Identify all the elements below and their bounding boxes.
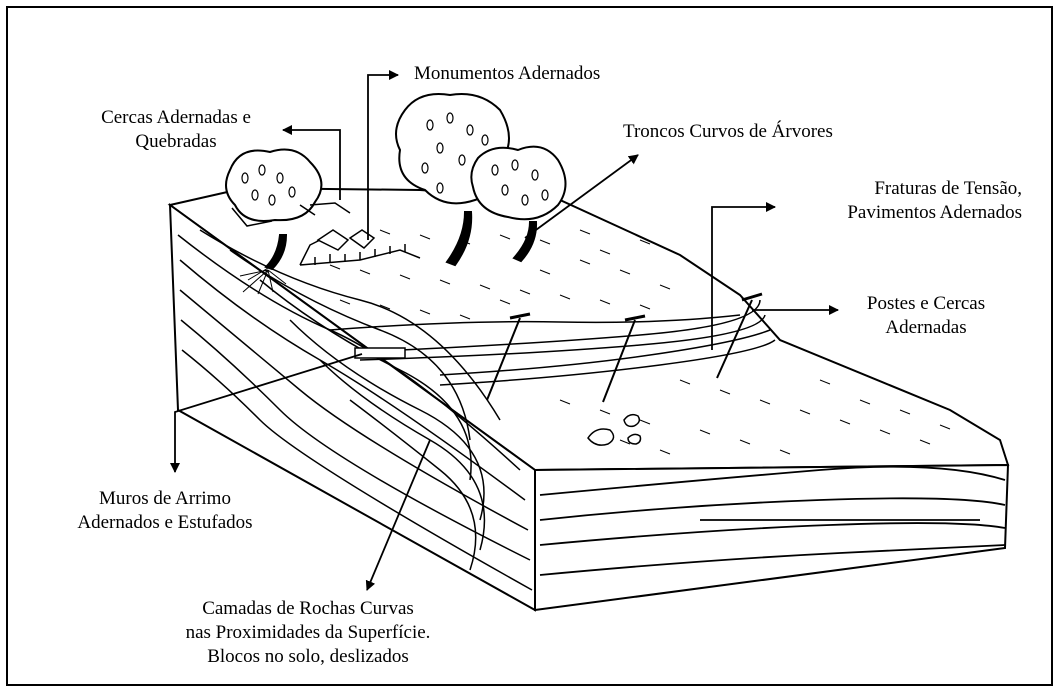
label-camadas-line2: nas Proximidades da Superfície. (158, 621, 458, 645)
label-camadas-line1: Camadas de Rochas Curvas (158, 597, 458, 621)
label-muros-line2: Adernados e Estufados (40, 511, 290, 535)
label-troncos: Troncos Curvos de Árvores (623, 120, 833, 144)
label-postes: Postes e Cercas Adernadas (842, 292, 1010, 340)
label-monumentos: Monumentos Adernados (414, 62, 600, 86)
block-front-face (535, 465, 1008, 610)
label-fraturas-line1: Fraturas de Tensão, (780, 177, 1022, 201)
label-cercas: Cercas Adernadas e Quebradas (66, 106, 286, 154)
label-postes-line2: Adernadas (842, 316, 1010, 340)
retaining-wall (355, 348, 405, 358)
label-camadas: Camadas de Rochas Curvas nas Proximidade… (158, 597, 458, 669)
label-fraturas: Fraturas de Tensão, Pavimentos Adernados (780, 177, 1022, 225)
label-camadas-line3: Blocos no solo, deslizados (158, 645, 458, 669)
tree-right-crown (471, 147, 565, 220)
label-cercas-line2: Quebradas (66, 130, 286, 154)
terrain-block (170, 188, 1008, 610)
label-muros: Muros de Arrimo Adernados e Estufados (40, 487, 290, 535)
label-postes-line1: Postes e Cercas (842, 292, 1010, 316)
label-cercas-line1: Cercas Adernadas e (66, 106, 286, 130)
label-fraturas-line2: Pavimentos Adernados (780, 201, 1022, 225)
label-muros-line1: Muros de Arrimo (40, 487, 290, 511)
